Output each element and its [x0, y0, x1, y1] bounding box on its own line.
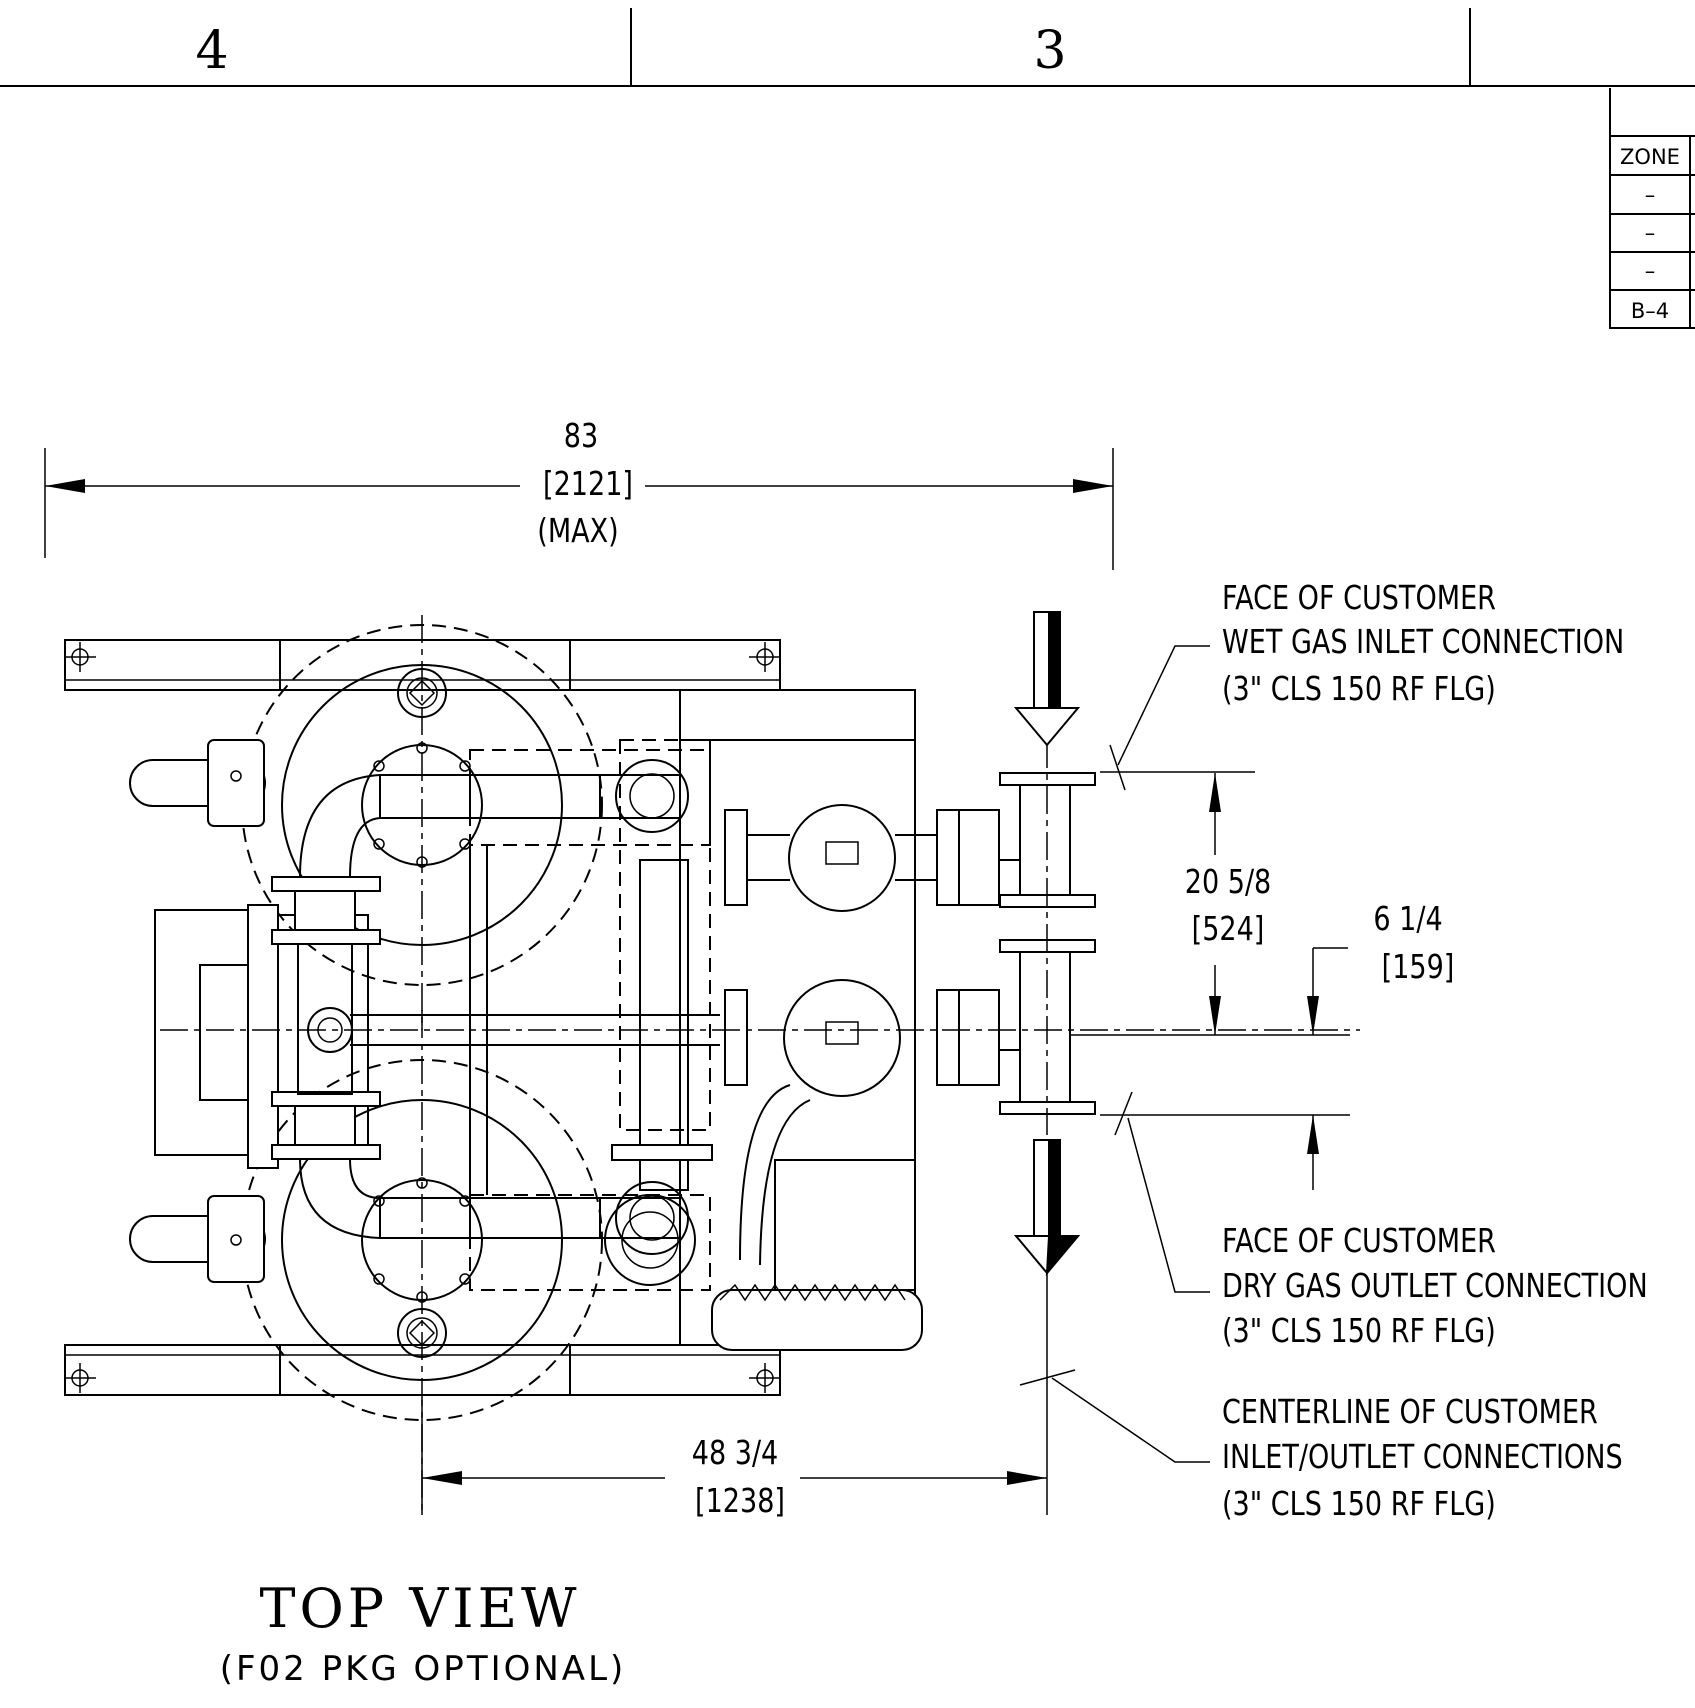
zone-label-3: 3 — [1033, 21, 1066, 81]
callout-centerline: CENTERLINE OF CUSTOMER INLET/OUTLET CONN… — [1019, 1369, 1623, 1524]
border-zone-strip: 4 3 — [0, 8, 1695, 87]
arrowhead — [1307, 1115, 1319, 1154]
customer-connection-tee — [999, 740, 1096, 1135]
zone-column-header: ZONE — [1620, 145, 1680, 169]
zone-cell: – — [1645, 259, 1656, 283]
callout-outlet: FACE OF CUSTOMER DRY GAS OUTLET CONNECTI… — [1114, 1091, 1648, 1351]
view-title: TOP VIEW — [259, 1577, 580, 1640]
dim-value: 20 5/8 — [1185, 863, 1272, 901]
callout-line: WET GAS INLET CONNECTION — [1222, 623, 1624, 661]
arrowhead — [1007, 1471, 1047, 1485]
arrowhead — [1209, 773, 1221, 812]
dim-metric: [159] — [1382, 948, 1455, 986]
callout-line: FACE OF CUSTOMER — [1222, 1222, 1496, 1260]
dimension-centerline-distance: 48 3/4 [1238] — [421, 1270, 1048, 1521]
dimension-outlet-offset: 6 1/4 [159] — [1307, 900, 1454, 1190]
dim-value: 6 1/4 — [1373, 900, 1442, 938]
callout-line: (3" CLS 150 RF FLG) — [1222, 670, 1496, 708]
callout-line: (3" CLS 150 RF FLG) — [1222, 1312, 1496, 1350]
callout-line: (3" CLS 150 RF FLG) — [1222, 1485, 1496, 1523]
dim-metric: [524] — [1192, 910, 1265, 948]
callout-line: CENTERLINE OF CUSTOMER — [1222, 1393, 1598, 1431]
arrowhead — [1307, 996, 1319, 1035]
flow-arrows — [1013, 611, 1081, 1276]
center-piping — [160, 749, 1360, 1291]
upper-vessel — [241, 615, 603, 1030]
arrowhead — [45, 479, 85, 493]
dim-metric: [1238] — [695, 1482, 785, 1520]
zone-cell: B–4 — [1631, 299, 1669, 323]
dim-value: 83 — [564, 417, 598, 455]
arrowhead — [1209, 996, 1221, 1035]
outlet-column — [604, 739, 811, 1286]
zone-label-4: 4 — [195, 21, 228, 81]
dim-note: (MAX) — [537, 512, 618, 550]
dim-metric: [2121] — [543, 465, 633, 503]
dimension-inlet-outlet-spacing: 20 5/8 [524] — [1070, 771, 1350, 1116]
zone-cell: – — [1645, 183, 1656, 207]
callout-inlet: FACE OF CUSTOMER WET GAS INLET CONNECTIO… — [1109, 579, 1624, 791]
valve-assemblies — [724, 804, 1000, 1097]
view-subtitle: (F02 PKG OPTIONAL) — [220, 1649, 627, 1689]
callout-line: INLET/OUTLET CONNECTIONS — [1222, 1438, 1623, 1476]
view-title-block: TOP VIEW (F02 PKG OPTIONAL) — [220, 1577, 627, 1689]
valve-actuators — [129, 739, 266, 1283]
revision-table: ZONE – – – B–4 — [1609, 88, 1695, 329]
arrowhead — [422, 1471, 462, 1485]
dimension-overall-width: 83 [2121] (MAX) — [44, 417, 1114, 570]
callout-line: FACE OF CUSTOMER — [1222, 579, 1496, 617]
callout-line: DRY GAS OUTLET CONNECTION — [1222, 1267, 1648, 1305]
dim-value: 48 3/4 — [692, 1434, 779, 1472]
zone-cell: – — [1645, 221, 1656, 245]
blower-motor — [711, 1159, 923, 1351]
arrowhead — [1073, 479, 1113, 493]
